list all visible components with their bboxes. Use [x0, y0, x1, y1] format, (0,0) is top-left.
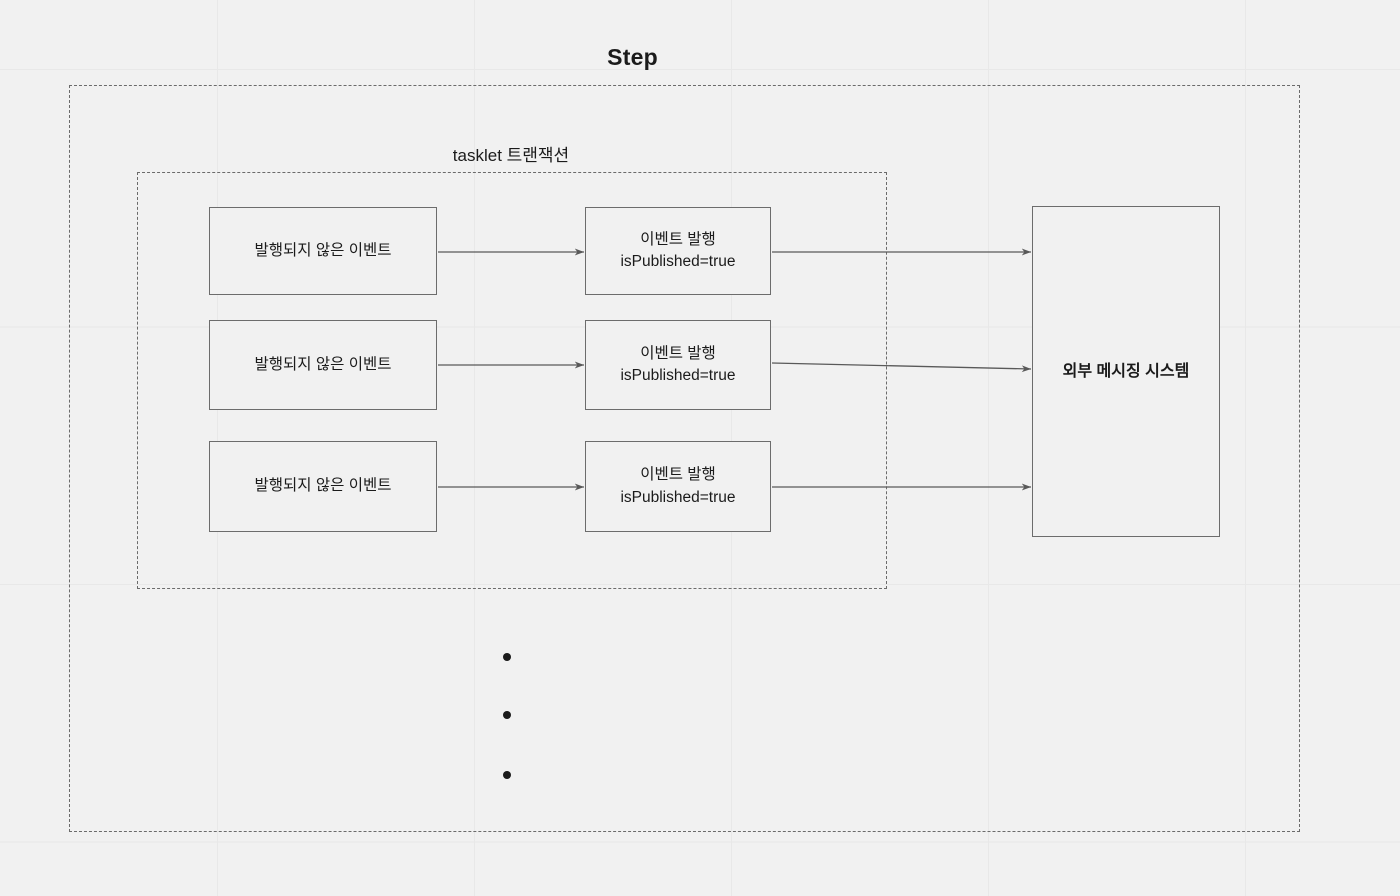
tasklet-transaction-label: tasklet 트랜잭션: [452, 146, 570, 165]
node-label-line1: 이벤트 발행: [640, 466, 716, 484]
tasklet-transaction-boundary: [137, 172, 887, 589]
node-label: 발행되지 않은 이벤트: [254, 477, 392, 495]
node-label-line2: isPublished=true: [620, 253, 736, 270]
node-published-event-3[interactable]: 이벤트 발행 isPublished=true: [585, 441, 771, 532]
step-container-boundary: [69, 85, 1300, 832]
node-label-line1: 이벤트 발행: [640, 344, 716, 362]
ellipsis-dot: [503, 653, 511, 661]
node-label: 발행되지 않은 이벤트: [254, 241, 392, 259]
node-label: 외부 메시징 시스템: [1062, 362, 1190, 380]
node-published-event-2[interactable]: 이벤트 발행 isPublished=true: [585, 320, 771, 410]
page-title: Step: [607, 44, 658, 70]
node-unpublished-event-2[interactable]: 발행되지 않은 이벤트: [209, 320, 437, 410]
ellipsis-dot: [503, 771, 511, 779]
node-label-line1: 이벤트 발행: [640, 230, 716, 248]
node-unpublished-event-3[interactable]: 발행되지 않은 이벤트: [209, 441, 437, 532]
node-label-line2: isPublished=true: [620, 488, 736, 506]
node-published-event-1[interactable]: 이벤트 발행 isPublished=true: [585, 207, 771, 295]
node-unpublished-event-1[interactable]: 발행되지 않은 이벤트: [209, 207, 437, 295]
node-external-messaging-system[interactable]: 외부 메시징 시스템: [1032, 206, 1220, 537]
ellipsis-dot: [503, 711, 511, 719]
node-label-line2: isPublished=true: [620, 367, 736, 384]
node-label: 발행되지 않은 이벤트: [254, 355, 392, 373]
